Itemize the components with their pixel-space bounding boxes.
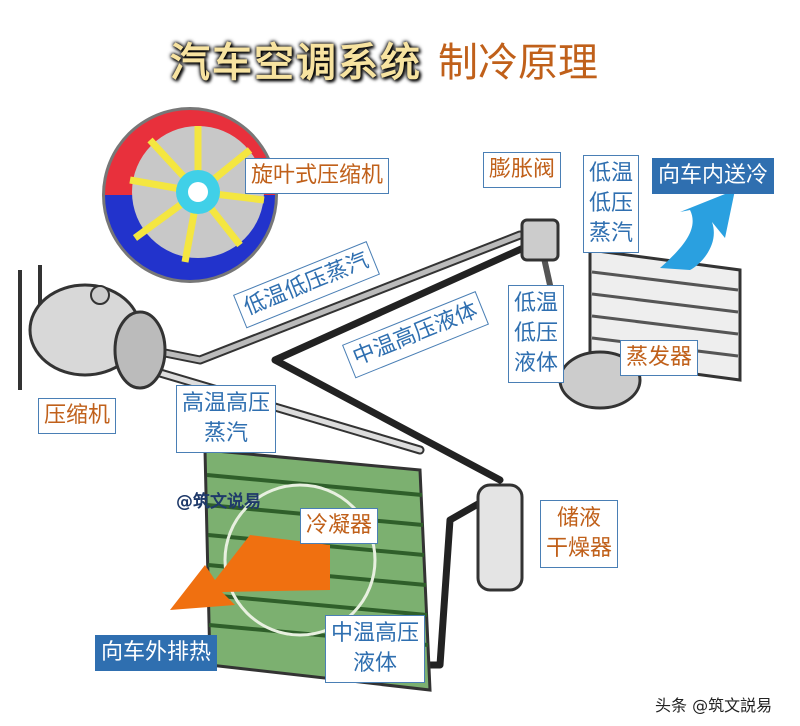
hot-air-arrow (170, 535, 330, 610)
text-line: 低温 (514, 291, 559, 316)
label-vane-compressor: 旋叶式压缩机 (245, 158, 390, 194)
title-main: 汽车空调系统 (170, 40, 422, 86)
cold-air-arrow (660, 190, 735, 270)
page-title: 汽车空调系统制冷原理 (170, 30, 598, 88)
text-line: 低压 (589, 191, 634, 216)
label-high-vapor: 高温高压 蒸汽 (176, 385, 277, 453)
label-to-cabin: 向车内送冷 (652, 158, 775, 194)
receiver-drier (476, 483, 524, 592)
text-line: 中温高压 (331, 621, 420, 646)
label-drier: 储液 干燥器 (540, 500, 619, 568)
text-line: 干燥器 (546, 536, 613, 561)
text-line: 液体 (514, 351, 559, 376)
text-line: 蒸汽 (204, 421, 249, 446)
label-compressor: 压缩机 (38, 398, 117, 434)
watermark-corner: 头条 @筑文説易 (655, 696, 773, 715)
watermark-center: @筑文说易 (176, 492, 261, 512)
label-low-liquid: 低温 低压 液体 (508, 285, 565, 383)
label-to-outside: 向车外排热 (95, 635, 218, 671)
evaporator (558, 248, 742, 410)
label-evaporator: 蒸发器 (620, 340, 699, 376)
label-low-vapor-right: 低温 低压 蒸汽 (583, 155, 640, 253)
text-line: 蒸汽 (589, 221, 634, 246)
text-line: 储液 (557, 506, 602, 531)
text-line: 低温 (589, 161, 634, 186)
label-mid-liquid-bottom: 中温高压 液体 (325, 615, 426, 683)
title-sub: 制冷原理 (438, 40, 598, 86)
expansion-valve (520, 218, 560, 262)
text-line: 低压 (514, 321, 559, 346)
text-line: 液体 (353, 651, 398, 676)
label-condenser: 冷凝器 (300, 508, 379, 544)
label-expansion-valve: 膨胀阀 (483, 152, 562, 188)
text-line: 高温高压 (182, 391, 271, 416)
compressor (18, 265, 167, 390)
vane-compressor-section (102, 107, 278, 283)
